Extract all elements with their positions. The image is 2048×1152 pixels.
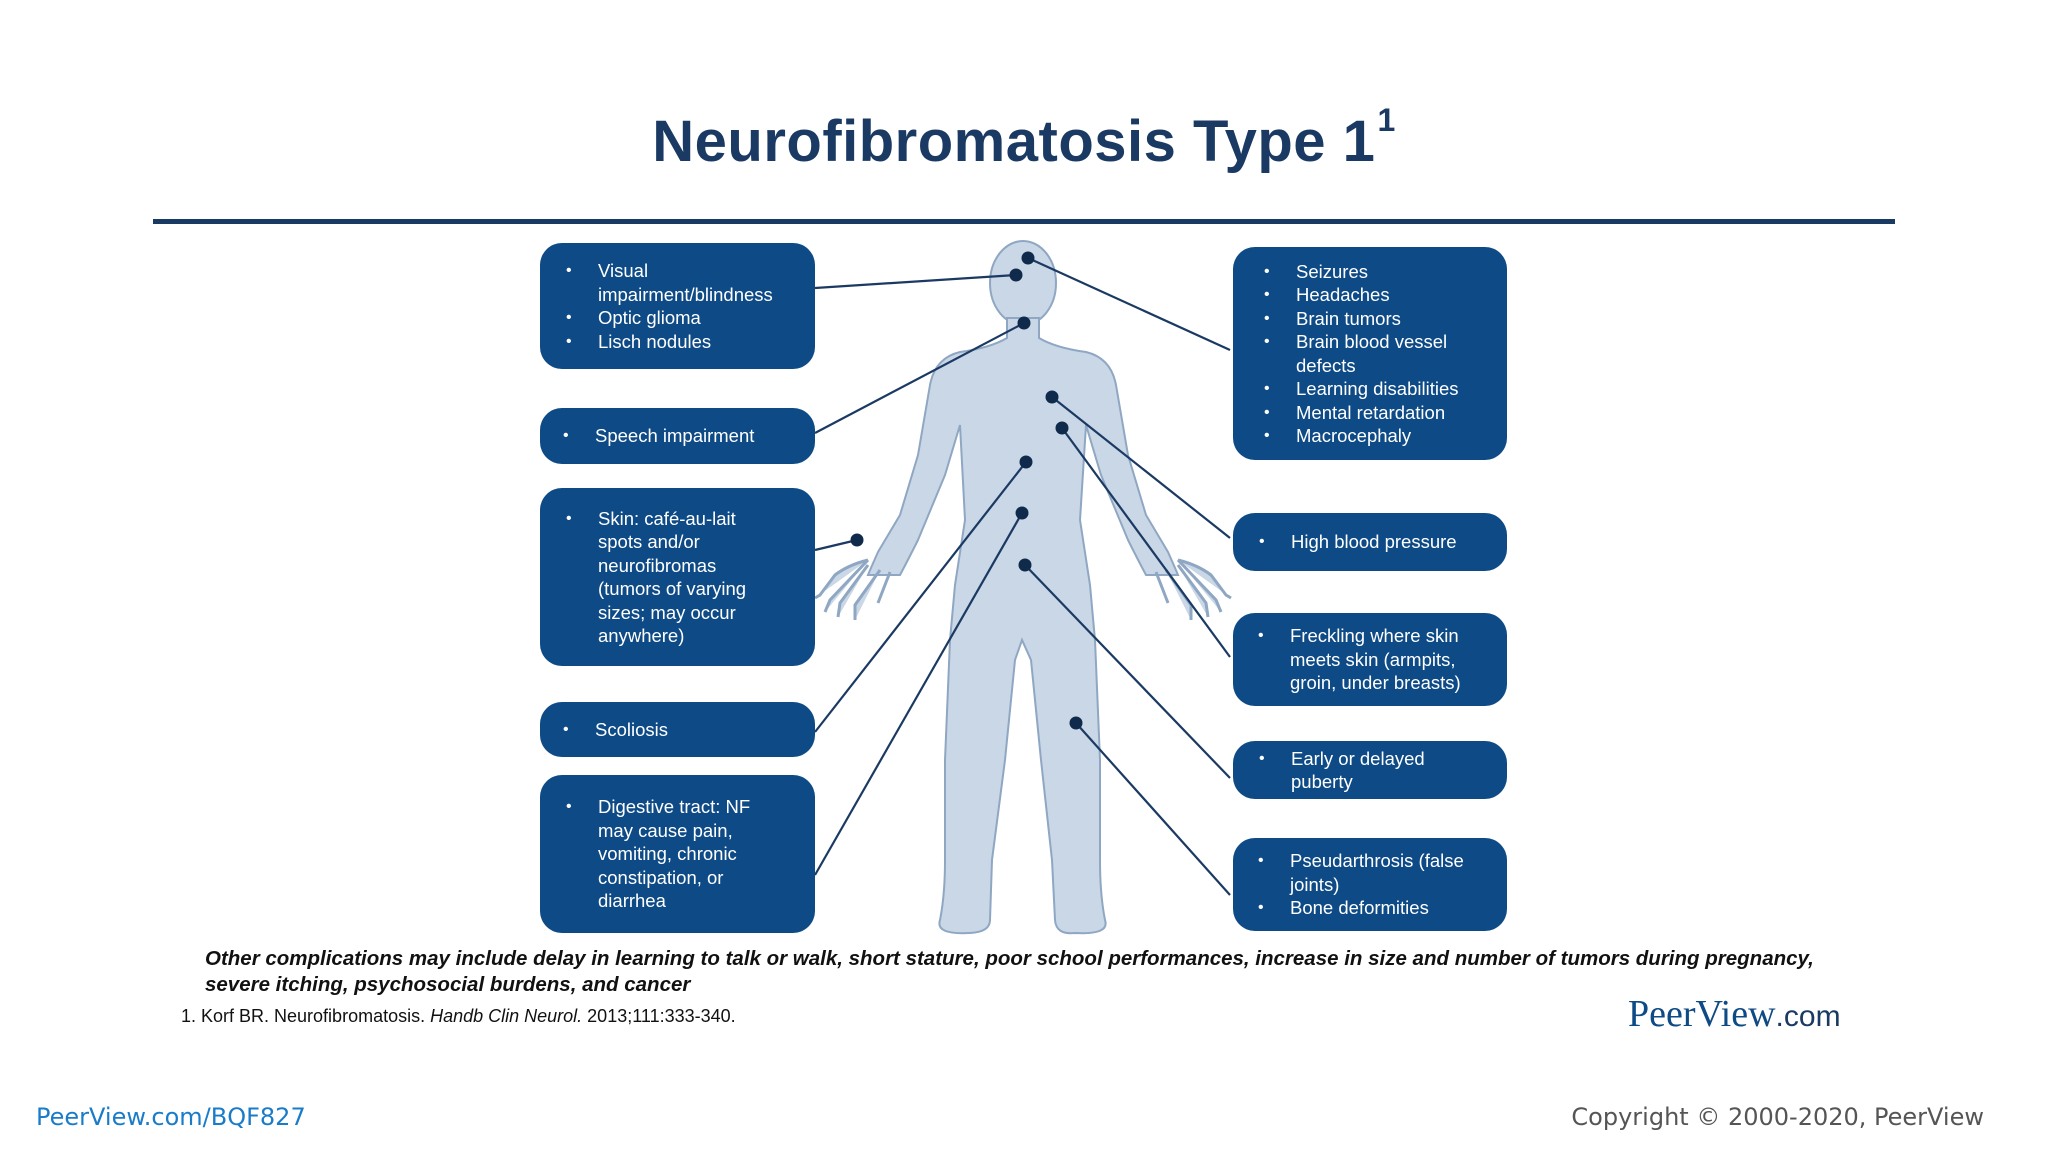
slide-title-text: Neurofibromatosis Type 1 bbox=[652, 109, 1376, 174]
figure-head bbox=[989, 240, 1057, 326]
box-speech: Speech impairment bbox=[540, 408, 815, 464]
dot-throat bbox=[1017, 316, 1031, 330]
list-item: Headaches bbox=[1264, 283, 1489, 307]
box-freckling-list: Freckling where skin meets skin (armpits… bbox=[1233, 624, 1507, 695]
box-visual: Visual impairment/blindness Optic glioma… bbox=[540, 243, 815, 369]
list-item: Optic glioma bbox=[566, 306, 797, 330]
figure-left-hand bbox=[814, 558, 892, 620]
title-reference-superscript: 1 bbox=[1377, 102, 1396, 138]
box-visual-list: Visual impairment/blindness Optic glioma… bbox=[540, 259, 815, 353]
list-item: Speech impairment bbox=[563, 424, 754, 448]
connector-eyes bbox=[814, 273, 1017, 290]
box-blood-pressure-list: High blood pressure bbox=[1233, 530, 1475, 554]
list-item: Digestive tract: NF may cause pain, vomi… bbox=[566, 795, 773, 913]
dot-skin-hand bbox=[850, 533, 864, 547]
dot-pelvis bbox=[1018, 558, 1032, 572]
connector-blood-pressure bbox=[1051, 396, 1231, 539]
peerview-logo: PeerView.com bbox=[1628, 992, 1841, 1036]
dot-brain bbox=[1021, 251, 1035, 265]
connector-speech bbox=[814, 322, 1025, 434]
connector-puberty bbox=[1024, 564, 1231, 779]
reference-citation: 1. Korf BR. Neurofibromatosis. Handb Cli… bbox=[181, 1006, 736, 1027]
box-scoliosis: Scoliosis bbox=[540, 702, 815, 757]
list-item: Scoliosis bbox=[563, 718, 668, 742]
logo-suffix: .com bbox=[1775, 1000, 1841, 1033]
dot-knee bbox=[1069, 716, 1083, 730]
box-puberty: Early or delayed puberty bbox=[1233, 741, 1507, 799]
box-speech-list: Speech impairment bbox=[540, 424, 772, 448]
box-bone-list: Pseudarthrosis (false joints) Bone defor… bbox=[1233, 849, 1507, 920]
box-brain-list: Seizures Headaches Brain tumors Brain bl… bbox=[1233, 260, 1507, 448]
list-item: Freckling where skin meets skin (armpits… bbox=[1258, 624, 1489, 695]
box-skin: Skin: café-au-lait spots and/or neurofib… bbox=[540, 488, 815, 666]
human-figure bbox=[814, 240, 1232, 935]
dot-armpit bbox=[1055, 421, 1069, 435]
reference-prefix: 1. Korf BR. Neurofibromatosis. bbox=[181, 1006, 431, 1026]
list-item: Bone deformities bbox=[1258, 896, 1489, 920]
box-digestive-list: Digestive tract: NF may cause pain, vomi… bbox=[540, 795, 815, 913]
list-item: Learning disabilities bbox=[1264, 377, 1489, 401]
footer-copyright: Copyright © 2000-2020, PeerView bbox=[1571, 1103, 1984, 1131]
list-item: Brain tumors bbox=[1264, 307, 1489, 331]
footer-link[interactable]: PeerView.com/BQF827 bbox=[36, 1103, 306, 1131]
reference-journal: Handb Clin Neurol. bbox=[430, 1006, 583, 1026]
connector-bone bbox=[1075, 722, 1231, 896]
list-item: Seizures bbox=[1264, 260, 1489, 284]
dot-stomach bbox=[1015, 506, 1029, 520]
figure-right-hand bbox=[1154, 558, 1232, 620]
box-bone: Pseudarthrosis (false joints) Bone defor… bbox=[1233, 838, 1507, 931]
connector-digestive bbox=[814, 512, 1023, 876]
box-puberty-list: Early or delayed puberty bbox=[1233, 747, 1507, 794]
dot-eyes bbox=[1009, 268, 1023, 282]
connector-scoliosis bbox=[814, 461, 1027, 733]
anatomy-dots bbox=[850, 251, 1083, 730]
box-skin-list: Skin: café-au-lait spots and/or neurofib… bbox=[540, 507, 815, 648]
slide-title: Neurofibromatosis Type 11 bbox=[0, 102, 2048, 175]
box-freckling: Freckling where skin meets skin (armpits… bbox=[1233, 613, 1507, 706]
connector-skin bbox=[814, 538, 858, 552]
dot-heart bbox=[1045, 390, 1059, 404]
connector-brain bbox=[1027, 256, 1231, 352]
logo-brand: PeerView bbox=[1628, 993, 1776, 1035]
list-item: Macrocephaly bbox=[1264, 424, 1489, 448]
box-brain: Seizures Headaches Brain tumors Brain bl… bbox=[1233, 247, 1507, 460]
list-item: Visual impairment/blindness bbox=[566, 259, 797, 306]
connector-lines bbox=[814, 256, 1231, 896]
title-divider bbox=[153, 219, 1895, 224]
list-item: Lisch nodules bbox=[566, 330, 797, 354]
list-item: Pseudarthrosis (false joints) bbox=[1258, 849, 1489, 896]
reference-suffix: 2013;111:333-340. bbox=[582, 1006, 736, 1026]
box-digestive: Digestive tract: NF may cause pain, vomi… bbox=[540, 775, 815, 933]
dot-spine bbox=[1019, 455, 1033, 469]
figure-body bbox=[866, 317, 1180, 935]
list-item: High blood pressure bbox=[1259, 530, 1456, 554]
box-scoliosis-list: Scoliosis bbox=[540, 718, 686, 742]
box-blood-pressure: High blood pressure bbox=[1233, 513, 1507, 571]
list-item: Mental retardation bbox=[1264, 401, 1489, 425]
list-item: Brain blood vessel defects bbox=[1264, 330, 1489, 377]
list-item: Early or delayed puberty bbox=[1259, 747, 1437, 794]
connector-freckling bbox=[1061, 427, 1231, 658]
other-complications-note: Other complications may include delay in… bbox=[205, 947, 1814, 996]
list-item: Skin: café-au-lait spots and/or neurofib… bbox=[566, 507, 775, 648]
